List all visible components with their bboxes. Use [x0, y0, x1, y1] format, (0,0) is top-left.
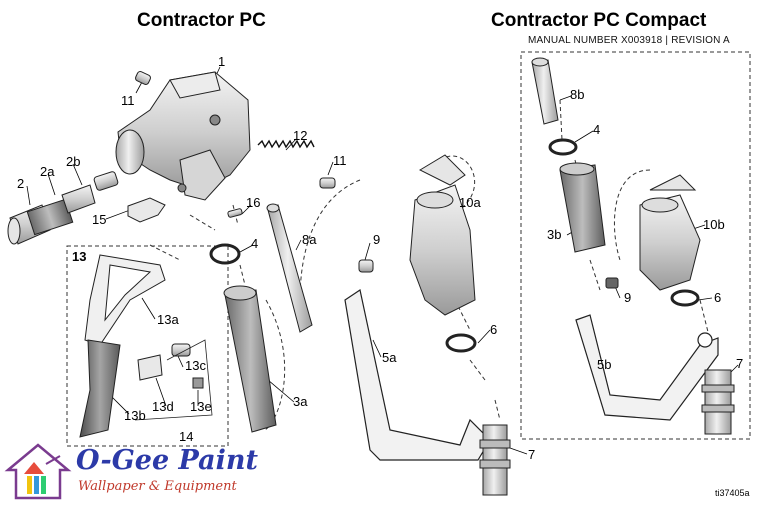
oring-part-4 — [209, 243, 241, 265]
label-part-13e: 13e — [190, 399, 212, 414]
label-part-6-right: 6 — [714, 290, 722, 305]
label-part-5b: 5b — [597, 357, 612, 372]
label-part-10a: 10a — [459, 195, 481, 210]
label-part-6-left: 6 — [490, 322, 498, 337]
brand-tagline: Wallpaper & Equipment — [78, 479, 237, 494]
plug-part-13e — [192, 377, 204, 389]
label-part-5a: 5a — [382, 350, 397, 365]
oring-part-6-left — [445, 333, 477, 353]
brand-name: O-Gee Paint — [76, 445, 258, 476]
assembly-line-handle — [149, 214, 216, 261]
title-contractor-pc: Contractor PC — [137, 10, 266, 31]
fitting-part-7-right — [701, 369, 735, 435]
nut-part-9-right — [605, 277, 619, 289]
label-part-3b: 3b — [547, 227, 562, 242]
label-part-4-left: 4 — [251, 236, 259, 251]
housing-part-10b — [639, 174, 701, 291]
label-part-3a: 3a — [293, 394, 308, 409]
clip-part-13c — [171, 343, 191, 357]
figure-id: ti37405a — [715, 488, 750, 498]
screw-part-11-top — [135, 70, 151, 86]
label-part-7-left: 7 — [528, 447, 536, 462]
bracket-part-14 — [134, 339, 213, 421]
screw-part-11-right — [319, 177, 336, 189]
label-part-4-compact: 4 — [593, 122, 601, 137]
compact-box — [520, 51, 751, 440]
assembly-line-compact2 — [613, 169, 651, 261]
label-part-10b: 10b — [703, 217, 725, 232]
label-part-2b: 2b — [66, 154, 81, 169]
spring-part-12 — [257, 139, 315, 149]
label-part-9-left: 9 — [373, 232, 381, 247]
assembly-line-right — [454, 299, 501, 421]
label-part-8b: 8b — [570, 87, 585, 102]
gun-body-part-1 — [115, 71, 251, 201]
label-part-9-right: 9 — [624, 290, 632, 305]
label-part-1: 1 — [218, 54, 226, 69]
label-part-13b: 13b — [124, 408, 146, 423]
oring-part-6-right — [670, 289, 700, 307]
guard-part-15 — [127, 197, 166, 223]
cartridge-part-2 — [7, 171, 119, 245]
label-part-13: 13 — [72, 249, 87, 264]
label-part-13d: 13d — [152, 399, 174, 414]
manual-number: MANUAL NUMBER X003918 | REVISION A — [528, 35, 730, 46]
trigger-part-13a — [84, 254, 166, 346]
label-part-13a: 13a — [157, 312, 179, 327]
label-part-15: 15 — [92, 212, 107, 227]
filter-part-8a — [266, 203, 313, 333]
tube-part-3b — [559, 162, 606, 253]
label-part-11-top: 11 — [121, 93, 135, 108]
handle-tube-part-3a — [223, 285, 277, 433]
label-part-2a: 2a — [40, 164, 55, 179]
group-box-13 — [66, 245, 229, 447]
filter-part-8b — [531, 57, 559, 125]
label-part-14: 14 — [179, 429, 194, 444]
grip-part-13b — [79, 339, 121, 438]
oring-part-4-compact — [548, 138, 578, 156]
label-part-13c: 13c — [185, 358, 206, 373]
fitting-part-7-left — [479, 424, 511, 496]
house-logo-icon — [4, 443, 72, 500]
title-contractor-pc-compact: Contractor PC Compact — [491, 10, 707, 31]
guard-part-5b — [575, 314, 719, 421]
nut-part-9-left — [358, 259, 374, 273]
housing-part-10a — [409, 154, 476, 316]
label-part-16: 16 — [246, 195, 261, 210]
bracket-part-13d — [137, 354, 163, 381]
guard-part-5a — [344, 289, 491, 461]
label-part-2: 2 — [17, 176, 25, 191]
pin-part-16 — [227, 208, 243, 218]
label-part-11-right: 11 — [333, 153, 347, 168]
label-part-12: 12 — [293, 128, 308, 143]
label-part-8a: 8a — [302, 232, 317, 247]
label-part-7-right: 7 — [736, 356, 744, 371]
